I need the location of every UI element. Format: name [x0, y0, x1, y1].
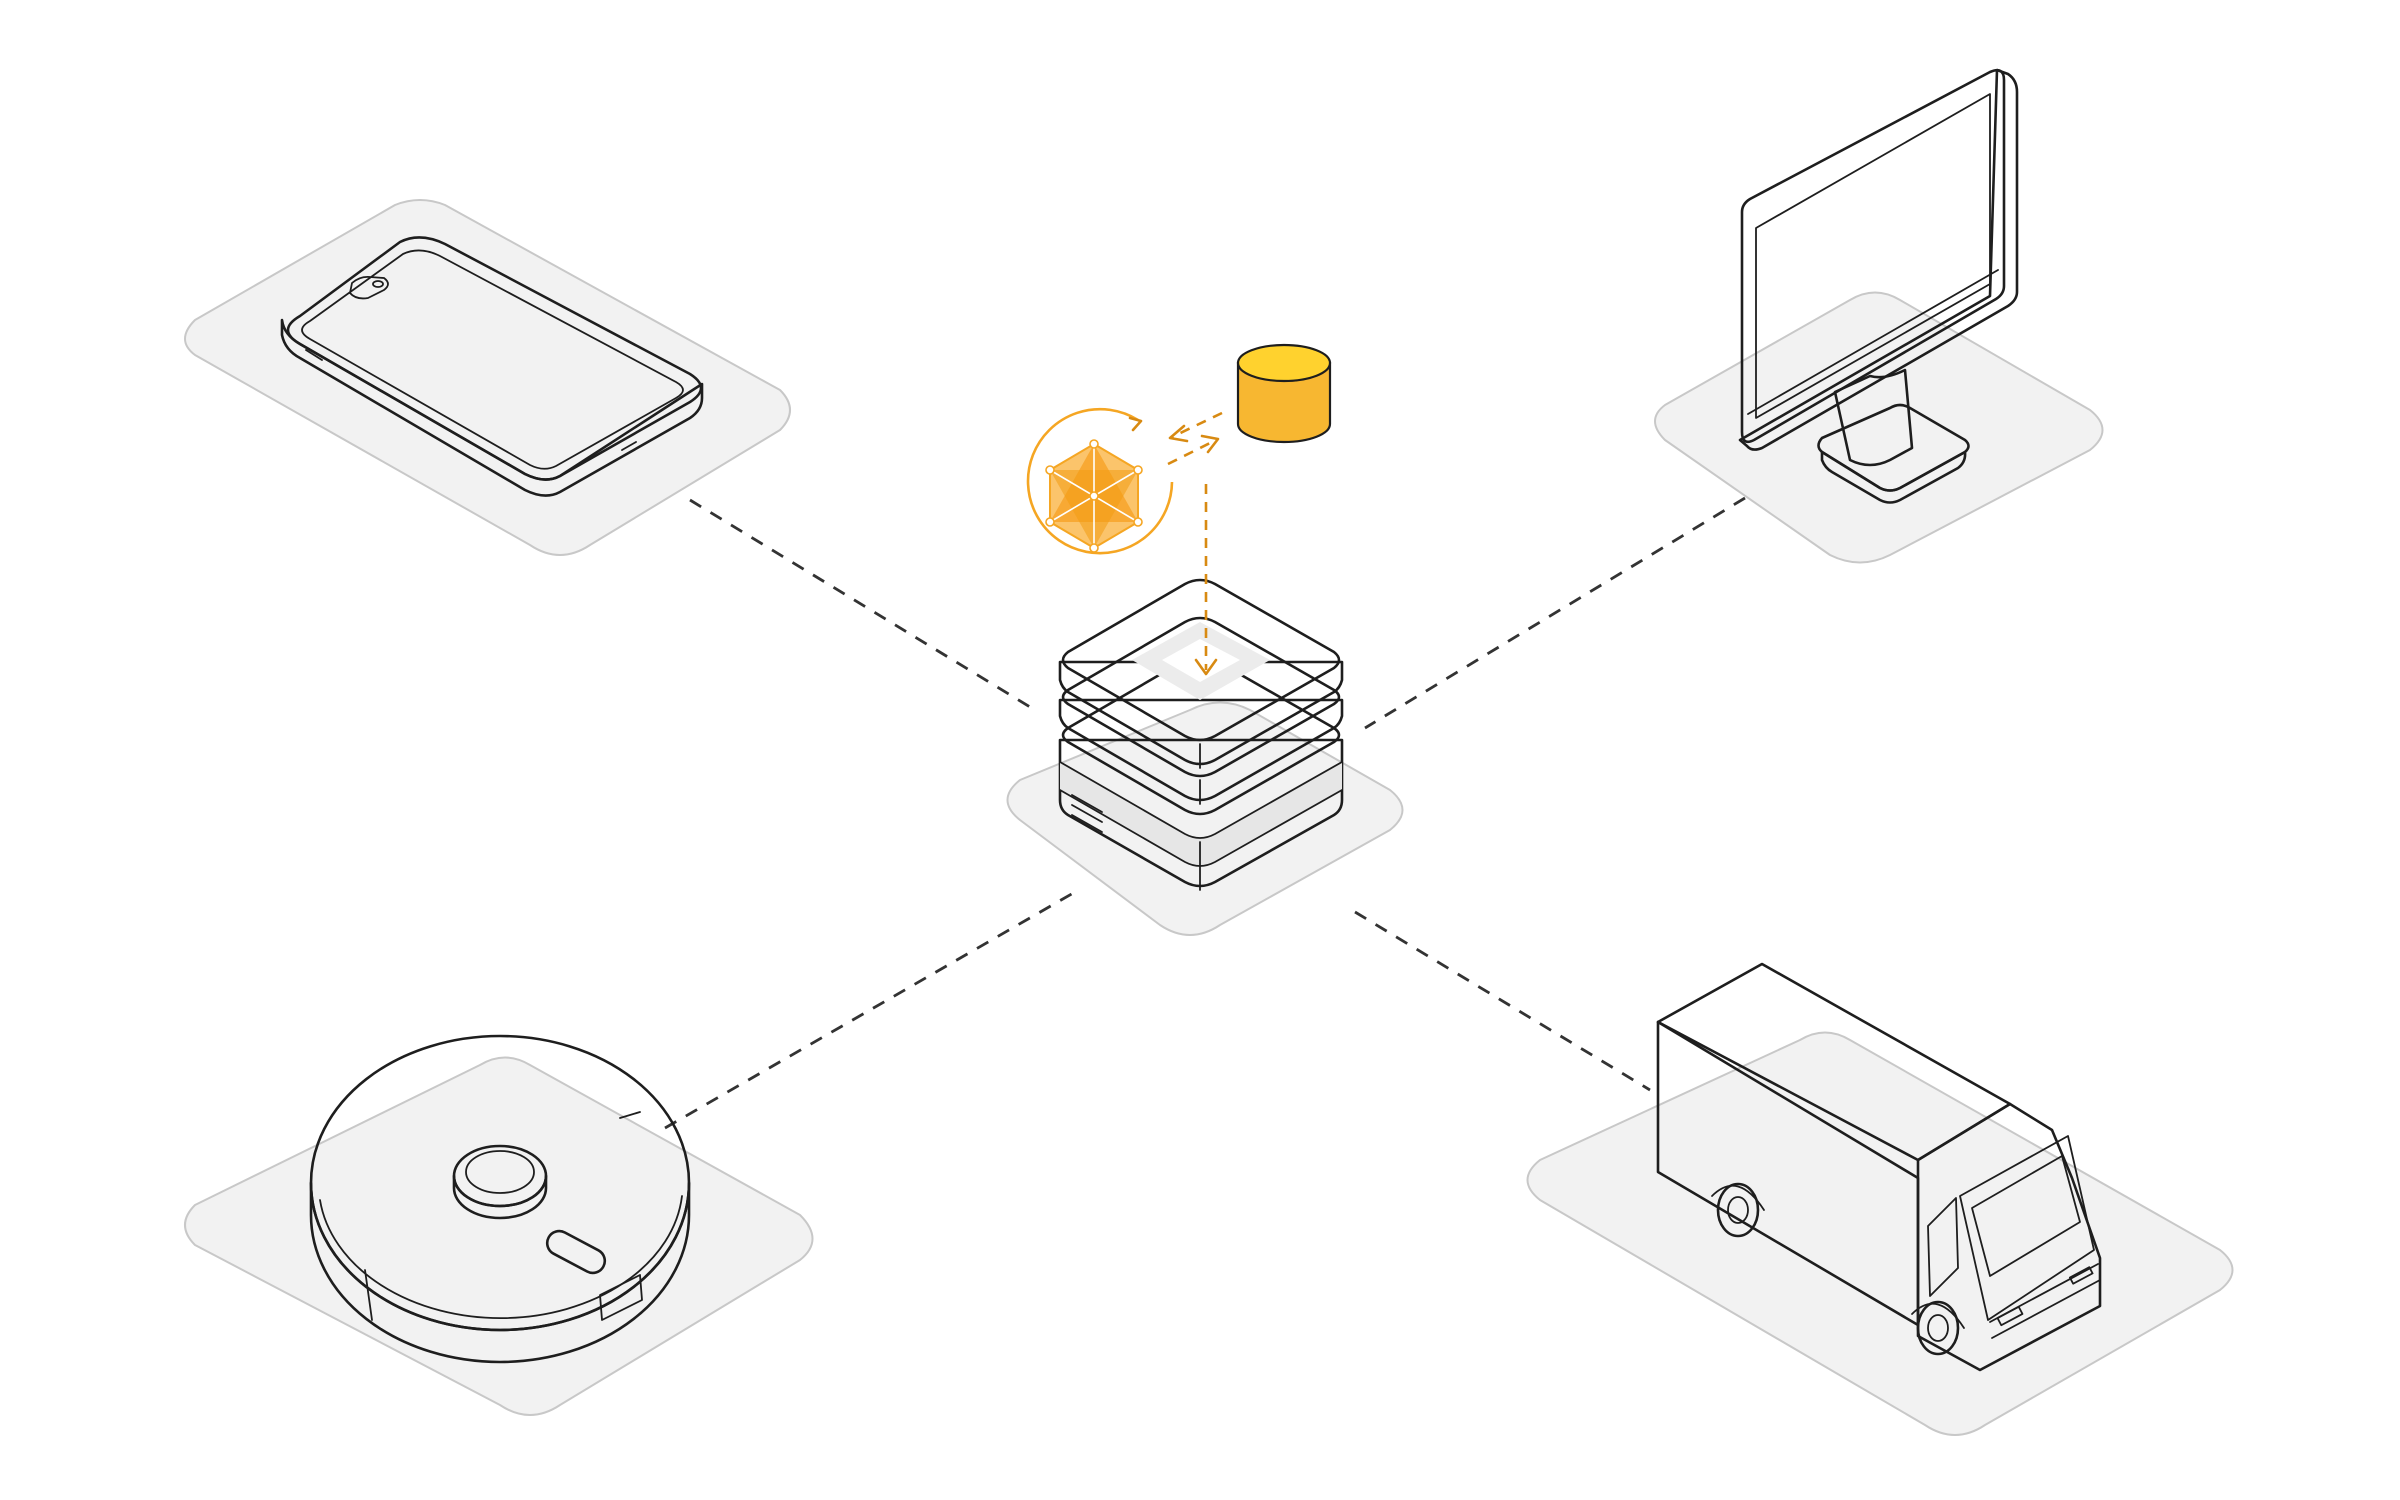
connector-truck-hub [1354, 910, 1651, 1092]
flow-arrowhead-database [1200, 434, 1220, 454]
flow-arrowhead-hub [1194, 658, 1218, 676]
monitor-icon [1738, 68, 2019, 504]
flow-model-to-database [1167, 438, 1217, 466]
delivery-truck-icon [1656, 962, 2102, 1372]
flow-database-to-model [1171, 411, 1223, 439]
flow-arrowhead-model [1168, 424, 1189, 443]
connector-robot-vacuum-hub [664, 890, 1076, 1130]
smartphone-icon [280, 236, 704, 497]
hub-pad [1006, 701, 1404, 936]
ai-model-icon [1026, 407, 1174, 555]
database-icon [1236, 343, 1332, 444]
robot-vacuum-pad [184, 1056, 814, 1416]
robot-vacuum-icon [309, 1034, 691, 1364]
truck-pad [1526, 1031, 2234, 1436]
monitor-pad [1654, 291, 2104, 564]
phone-pad [184, 199, 791, 556]
connector-monitor-hub [1364, 496, 1746, 730]
connector-phone-hub [689, 498, 1036, 712]
